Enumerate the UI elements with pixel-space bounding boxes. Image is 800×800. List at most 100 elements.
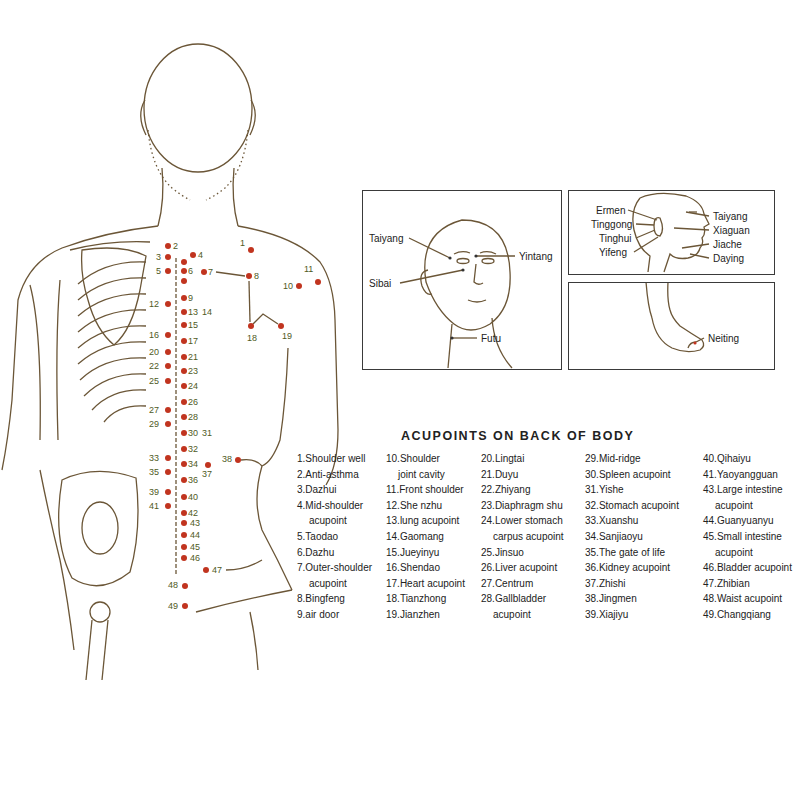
acupoint-dot xyxy=(181,338,187,344)
acupoint-entry: 25.Jinsuo xyxy=(481,545,524,561)
acupoint-dot xyxy=(181,544,187,550)
acupoint-dot xyxy=(165,349,171,355)
face-front-illustration xyxy=(448,256,451,259)
acupoint-entry: 43.Large intestine acupoint xyxy=(703,482,795,513)
callout-number: 43 xyxy=(190,518,200,528)
acupoint-entry: 8.Bingfeng xyxy=(297,591,345,607)
leader-line xyxy=(226,560,262,570)
callout-number: 10 xyxy=(283,281,293,291)
point-label: Futu xyxy=(481,333,501,345)
skeleton xyxy=(78,326,146,348)
body-outline xyxy=(158,168,163,226)
acupoint-dot xyxy=(315,279,321,285)
acupoint-dot xyxy=(165,455,171,461)
skeleton xyxy=(92,390,146,410)
acupoint-entry: 2.Anti-asthma xyxy=(297,467,359,483)
face-front-illustration xyxy=(362,190,562,370)
acupoint-entry: 29.Mid-ridge xyxy=(585,451,641,467)
acupoint-dot xyxy=(181,461,187,467)
acupoint-dot xyxy=(248,247,254,253)
callout-number: 15 xyxy=(188,320,198,330)
callout-number: 21 xyxy=(188,352,198,362)
callout-number: 46 xyxy=(190,553,200,563)
body-outline xyxy=(238,226,338,485)
acupoint-dot xyxy=(181,383,187,389)
face-front-illustration xyxy=(452,337,477,338)
body-outline xyxy=(250,100,255,135)
callout-number: 1 xyxy=(240,238,245,248)
foot-illustration xyxy=(696,338,704,342)
foot-illustration xyxy=(693,341,696,344)
acupoint-entry: 3.Dazhui xyxy=(297,482,336,498)
acupoint-dot xyxy=(181,368,187,374)
callout-number: 34 xyxy=(188,459,198,469)
acupoint-dot xyxy=(165,243,171,249)
foot-illustration xyxy=(568,282,775,370)
face-side-illustration xyxy=(628,210,657,220)
skeleton xyxy=(78,278,146,300)
point-label: Yifeng xyxy=(599,247,627,259)
callout-number: 24 xyxy=(188,381,198,391)
callout-number: 16 xyxy=(149,330,159,340)
acupoint-dot xyxy=(248,323,254,329)
callout-number: 37 xyxy=(202,469,212,479)
acupoint-entry: 45.Small intestine acupoint xyxy=(703,529,795,560)
callout-number: 27 xyxy=(149,405,159,415)
acupoint-dot xyxy=(181,354,187,360)
callout-number: 12 xyxy=(149,299,159,309)
face-front-illustration xyxy=(474,254,477,257)
face-side-illustration xyxy=(654,218,663,236)
acupoint-dot xyxy=(181,259,187,265)
point-label: Neiting xyxy=(708,333,739,345)
face-front-illustration xyxy=(461,268,464,271)
acupoint-dot xyxy=(181,414,187,420)
acupoint-dot xyxy=(165,469,171,475)
face-side-illustration xyxy=(674,228,709,230)
face-front-illustration xyxy=(468,300,486,302)
acupoint-dot xyxy=(165,268,171,274)
body-outline xyxy=(257,466,292,590)
callout-number: 3 xyxy=(156,252,161,262)
callout-number: 40 xyxy=(188,492,198,502)
acupoint-entry: 1.Shoulder well xyxy=(297,451,365,467)
acupoint-dot xyxy=(181,555,187,561)
acupoint-entry: 22.Zhiyang xyxy=(481,482,530,498)
point-label: Tinggong xyxy=(591,219,632,231)
acupoint-entry: 23.Diaphragm shu xyxy=(481,498,563,514)
acupoint-dot xyxy=(181,309,187,315)
skeleton xyxy=(82,502,118,554)
skeleton xyxy=(90,602,110,622)
point-label: Jiache xyxy=(713,239,742,251)
callout-number: 29 xyxy=(149,419,159,429)
skeleton xyxy=(70,242,150,250)
callout-number: 28 xyxy=(188,412,198,422)
face-side-illustration xyxy=(686,212,709,216)
acupoint-dot xyxy=(201,269,207,275)
acupoint-entry: 26.Liver acupoint xyxy=(481,560,557,576)
acupoint-dot xyxy=(235,457,241,463)
face-side-illustration xyxy=(636,230,655,238)
callout-number: 39 xyxy=(149,487,159,497)
point-label: Daying xyxy=(713,253,744,265)
acupoint-entry: 10.Shoulder joint cavity xyxy=(386,451,450,482)
body-outline xyxy=(2,226,158,470)
acupoint-dot xyxy=(182,583,188,589)
acupoint-entry: 27.Centrum xyxy=(481,576,533,592)
body-outline xyxy=(141,100,146,135)
acupoint-dot xyxy=(181,430,187,436)
skeleton xyxy=(104,406,146,422)
skeleton xyxy=(78,310,146,332)
body-outline xyxy=(40,470,74,650)
face-side-illustration xyxy=(633,198,650,272)
face-side-illustration xyxy=(640,193,709,272)
point-label: Tinghui xyxy=(599,233,631,245)
skeleton xyxy=(84,374,146,396)
acupoint-dot xyxy=(181,268,187,274)
callout-number: 45 xyxy=(190,542,200,552)
acupoint-entry: 20.Lingtai xyxy=(481,451,524,467)
acupoint-entry: 9.air door xyxy=(297,607,339,623)
callout-number: 13 xyxy=(188,307,198,317)
callout-number: 22 xyxy=(149,361,159,371)
